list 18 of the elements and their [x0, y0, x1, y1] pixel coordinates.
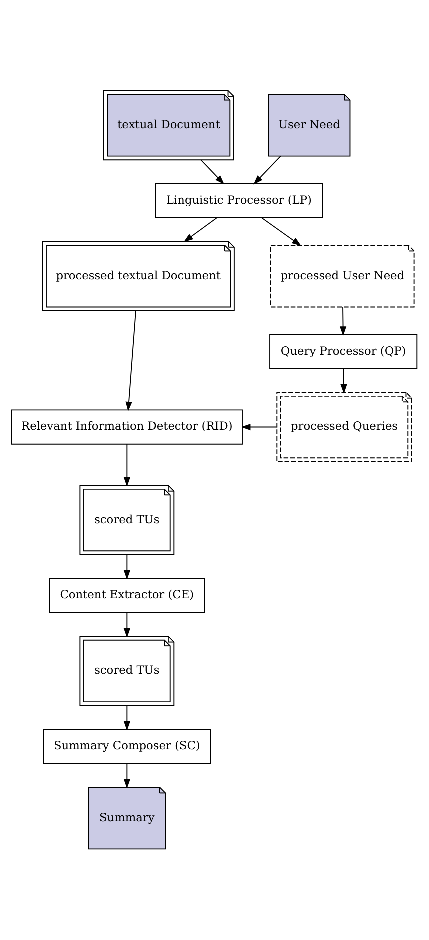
arrow [254, 156, 282, 185]
node-box: Linguistic Processor (LP) [155, 183, 324, 218]
node-box: Content Extractor (CE) [49, 578, 205, 614]
arrow [200, 160, 225, 185]
arrow [124, 763, 130, 789]
arrow [241, 424, 278, 431]
arrow [261, 218, 302, 246]
arrow [126, 310, 136, 412]
arrow [124, 554, 130, 580]
arrow [124, 444, 130, 487]
arrow [124, 612, 130, 638]
arrow [184, 218, 218, 242]
node-box: Summary Composer (SC) [43, 729, 212, 764]
arrow [124, 705, 130, 731]
arrow [340, 306, 347, 336]
arrow [340, 368, 348, 394]
node-box: Relevant Information Detector (RID) [11, 410, 243, 445]
node-box: Query Processor (QP) [270, 334, 418, 370]
